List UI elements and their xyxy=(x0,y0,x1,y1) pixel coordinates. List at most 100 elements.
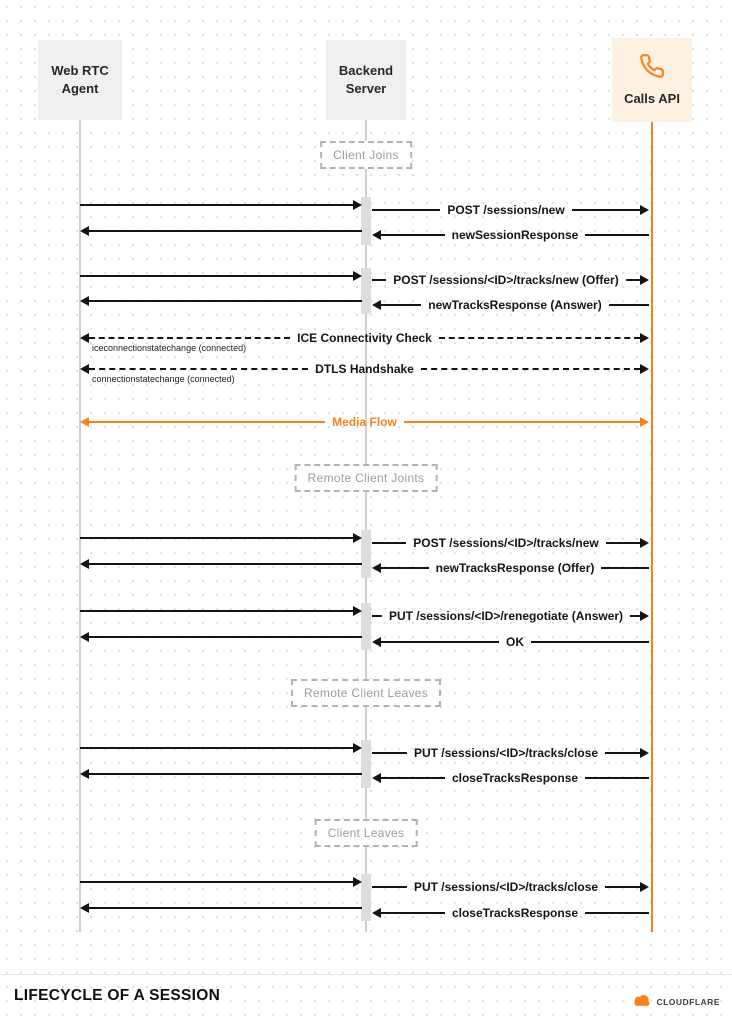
cloudflare-wordmark: CLOUDFLARE xyxy=(656,997,720,1007)
message-arrow: PUT /sessions/<ID>/renegotiate (Answer) xyxy=(372,609,650,623)
message-plain-arrow xyxy=(80,294,362,308)
activation-bar xyxy=(361,197,371,245)
line xyxy=(403,421,641,423)
line xyxy=(80,204,353,206)
arrowhead-left-icon xyxy=(80,226,89,236)
arrowhead-left-icon xyxy=(372,908,381,918)
arrowhead-left-icon xyxy=(80,364,89,374)
check-label: DTLS Handshake xyxy=(315,362,414,376)
arrowhead-right-icon xyxy=(640,611,650,621)
actor-backend-server: Backend Server xyxy=(326,40,406,120)
arrowhead-right-icon xyxy=(640,882,650,892)
dashed-line xyxy=(89,337,291,339)
line xyxy=(89,636,362,638)
line xyxy=(605,752,641,754)
line xyxy=(381,234,445,236)
message-label: closeTracksResponse xyxy=(451,771,579,785)
arrowhead-right-icon xyxy=(353,271,362,281)
arrowhead-right-icon xyxy=(640,333,650,343)
arrowhead-left-icon xyxy=(372,563,381,573)
message-plain-arrow xyxy=(80,767,362,781)
line xyxy=(625,279,641,281)
line xyxy=(630,615,641,617)
lifeline-calls-api xyxy=(651,122,653,932)
actor-web-rtc-agent: Web RTC Agent xyxy=(38,40,122,120)
line xyxy=(381,567,429,569)
page-title: LIFECYCLE OF A SESSION xyxy=(14,987,221,1004)
arrowhead-right-icon xyxy=(353,533,362,543)
message-plain-arrow xyxy=(80,224,362,238)
connection-state-note: connectionstatechange (connected) xyxy=(92,374,235,384)
message-plain-arrow xyxy=(80,741,362,755)
message-label: newTracksResponse (Answer) xyxy=(428,298,602,312)
media-flow-label: Media Flow xyxy=(332,415,397,429)
line xyxy=(381,912,445,914)
line xyxy=(585,912,650,914)
line xyxy=(372,542,407,544)
arrowhead-right-icon xyxy=(353,743,362,753)
line xyxy=(372,752,407,754)
cloudflare-cloud-icon xyxy=(632,993,652,1011)
message-arrow: PUT /sessions/<ID>/tracks/close xyxy=(372,880,650,894)
lifeline-webrtc-agent xyxy=(79,120,81,932)
message-label: OK xyxy=(506,635,524,649)
message-arrow: POST /sessions/<ID>/tracks/new xyxy=(372,536,650,550)
message-arrow: newTracksResponse (Answer) xyxy=(372,298,649,312)
message-arrow: newSessionResponse xyxy=(372,228,649,242)
activation-bar xyxy=(361,268,371,314)
line xyxy=(372,615,382,617)
arrowhead-right-icon xyxy=(640,538,650,548)
line xyxy=(605,886,641,888)
arrowhead-left-icon xyxy=(80,417,89,427)
actor-calls-api: Calls API xyxy=(612,38,692,122)
check-label: ICE Connectivity Check xyxy=(297,331,432,345)
line xyxy=(381,641,499,643)
activation-bar xyxy=(361,530,371,578)
line xyxy=(80,537,353,539)
arrowhead-right-icon xyxy=(640,275,650,285)
message-arrow: POST /sessions/new xyxy=(372,203,649,217)
line xyxy=(372,279,387,281)
message-label: POST /sessions/<ID>/tracks/new xyxy=(413,536,599,550)
line xyxy=(381,777,445,779)
line xyxy=(571,209,640,211)
message-plain-arrow xyxy=(80,531,362,545)
line xyxy=(89,230,362,232)
arrowhead-left-icon xyxy=(80,559,89,569)
phone-icon xyxy=(639,53,665,84)
line xyxy=(585,234,649,236)
message-plain-arrow xyxy=(80,875,362,889)
dashed-line xyxy=(89,368,309,370)
footer-divider xyxy=(0,974,732,975)
line xyxy=(89,421,326,423)
arrowhead-left-icon xyxy=(80,903,89,913)
arrowhead-left-icon xyxy=(80,632,89,642)
message-label: PUT /sessions/<ID>/tracks/close xyxy=(413,880,599,894)
line xyxy=(372,209,441,211)
actor-label: Backend xyxy=(338,63,394,79)
message-plain-arrow xyxy=(80,630,362,644)
arrowhead-left-icon xyxy=(372,773,381,783)
lifeline-backend-server xyxy=(365,120,367,932)
arrowhead-right-icon xyxy=(353,200,362,210)
message-plain-arrow xyxy=(80,557,362,571)
line xyxy=(601,567,649,569)
activation-bar xyxy=(361,603,371,650)
actor-label: Web RTC xyxy=(51,63,109,79)
arrowhead-right-icon xyxy=(640,748,650,758)
line xyxy=(89,907,362,909)
message-arrow: closeTracksResponse xyxy=(372,906,650,920)
arrowhead-right-icon xyxy=(640,417,650,427)
message-arrow: newTracksResponse (Offer) xyxy=(372,561,649,575)
message-plain-arrow xyxy=(80,198,362,212)
line xyxy=(89,300,362,302)
dashed-line xyxy=(420,368,641,370)
line xyxy=(89,773,362,775)
arrowhead-left-icon xyxy=(372,637,381,647)
line xyxy=(80,881,353,883)
line xyxy=(80,610,353,612)
message-arrow: POST /sessions/<ID>/tracks/new (Offer) xyxy=(372,273,650,287)
line xyxy=(80,275,353,277)
phase-remote-client-joints: Remote Client Joints xyxy=(294,464,438,492)
arrowhead-left-icon xyxy=(80,769,89,779)
